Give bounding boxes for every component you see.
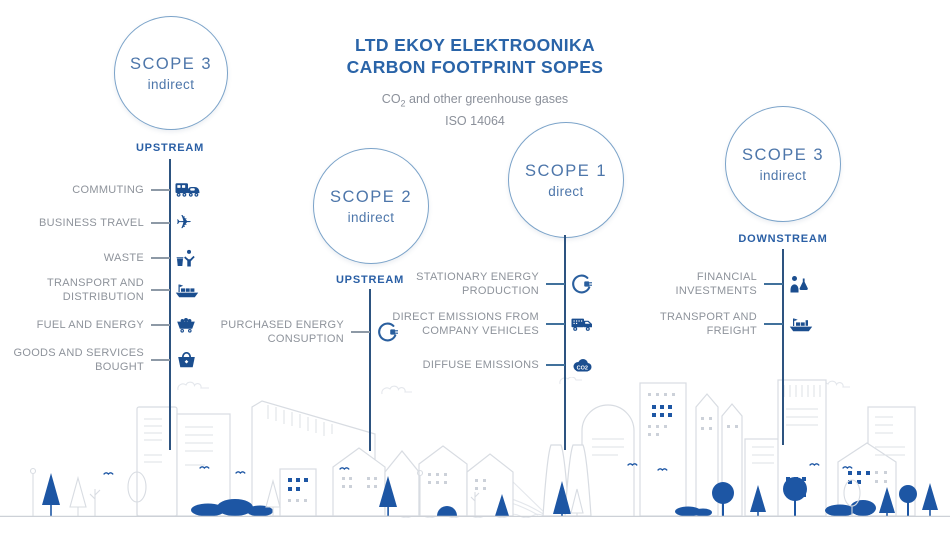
item-label: COMMUTING — [72, 184, 144, 196]
upstream-label-middle: UPSTREAM — [335, 274, 405, 286]
scope-title: SCOPE 3 — [741, 145, 825, 164]
subtitle-gases: CO2 and other greenhouse gases — [280, 91, 670, 113]
scope3-downstream-line — [782, 249, 784, 445]
item-fuel-energy: FUEL AND ENERGY — [0, 318, 170, 332]
item-label: TRANSPORT AND FREIGHT — [659, 311, 757, 337]
item-stationary-energy: STATIONARY ENERGY PRODUCTION — [399, 270, 565, 298]
item-label: DIRECT EMISSIONS FROM COMPANY VEHICLES — [392, 311, 539, 337]
connector-line — [764, 283, 783, 285]
item-transport-distribution: TRANSPORT AND DISTRIBUTION — [9, 276, 170, 304]
item-transport-freight: TRANSPORT AND FREIGHT — [642, 310, 783, 338]
bus-car-icon — [175, 183, 200, 198]
co2-cloud-label: CO2 — [577, 366, 588, 372]
scope1-line — [564, 235, 566, 450]
investor-icon — [789, 276, 809, 293]
item-label: STATIONARY ENERGY PRODUCTION — [416, 271, 539, 297]
power-plug-icon — [377, 322, 398, 343]
header: LTD EKOY ELEKTROONIKA CARBON FOOTPRINT S… — [280, 34, 670, 130]
item-label: WASTE — [103, 252, 144, 264]
connector-line — [151, 289, 170, 291]
scope3-upstream-circle: SCOPE 3 indirect — [114, 16, 228, 130]
item-goods-services: GOODS AND SERVICES BOUGHT — [0, 346, 170, 374]
scope2-circle: SCOPE 2 indirect — [313, 148, 429, 264]
connector-line — [764, 323, 783, 325]
scope2-line — [369, 289, 371, 451]
freight-ship-icon — [789, 316, 813, 332]
item-diffuse-emissions: DIFFUSE EMISSIONS — [374, 358, 565, 372]
connector-line — [546, 323, 565, 325]
truck-icon — [571, 316, 593, 332]
connector-line — [151, 359, 170, 361]
item-commuting: COMMUTING — [0, 183, 170, 197]
scope-title: SCOPE 1 — [524, 161, 608, 180]
item-label: PURCHASED ENERGY CONSUPTION — [220, 319, 344, 345]
shopping-basket-icon — [177, 352, 196, 368]
connector-line — [546, 283, 565, 285]
item-label: BUSINESS TRAVEL — [39, 217, 144, 229]
upstream-label-left: UPSTREAM — [135, 142, 205, 154]
item-label: GOODS AND SERVICES BOUGHT — [13, 347, 144, 373]
airplane-icon: ✈ — [176, 212, 192, 234]
waste-person-icon — [176, 249, 195, 267]
scope3-downstream-circle: SCOPE 3 indirect — [725, 106, 841, 222]
cargo-ship-icon — [175, 282, 199, 298]
co2-subscript: 2 — [400, 98, 406, 109]
co2-text: CO — [381, 92, 401, 106]
scope1-circle: SCOPE 1 direct — [508, 122, 624, 238]
connector-line — [151, 189, 170, 191]
coal-cart-icon — [176, 317, 196, 333]
scope-type: indirect — [347, 209, 395, 225]
item-waste: WASTE — [0, 251, 170, 265]
scope-type: direct — [548, 183, 584, 199]
item-label: TRANSPORT AND DISTRIBUTION — [46, 277, 144, 303]
scope-type: indirect — [759, 167, 807, 183]
subtitle-standard: ISO 14064 — [445, 113, 505, 128]
scope3-upstream-line — [169, 159, 171, 450]
item-label: DIFFUSE EMISSIONS — [422, 359, 539, 371]
downstream-label: DOWNSTREAM — [738, 233, 828, 245]
connector-line — [546, 364, 565, 366]
connector-line — [151, 222, 170, 224]
item-financial-investments: FINANCIAL INVESTMENTS — [647, 270, 783, 298]
connector-line — [351, 331, 370, 333]
item-purchased-energy: PURCHASED ENERGY CONSUPTION — [214, 318, 370, 346]
scope-title: SCOPE 2 — [329, 187, 413, 206]
item-direct-emissions: DIRECT EMISSIONS FROM COMPANY VEHICLES — [374, 310, 565, 338]
gases-text: and other greenhouse gases — [405, 92, 569, 106]
connector-line — [151, 324, 170, 326]
scope-title: SCOPE 3 — [129, 54, 213, 73]
item-label: FUEL AND ENERGY — [36, 319, 144, 331]
co2-cloud-icon: CO2 — [571, 358, 593, 373]
city-skyline-illustration — [0, 377, 950, 518]
item-label: FINANCIAL INVESTMENTS — [675, 271, 757, 297]
connector-line — [151, 257, 170, 259]
page-title-line1: LTD EKOY ELEKTROONIKA — [354, 35, 596, 55]
scope-type: indirect — [147, 76, 195, 92]
page-title-line2: CARBON FOOTPRINT SOPES — [346, 57, 604, 77]
item-business-travel: BUSINESS TRAVEL — [0, 216, 170, 230]
power-plug-icon — [571, 274, 592, 295]
